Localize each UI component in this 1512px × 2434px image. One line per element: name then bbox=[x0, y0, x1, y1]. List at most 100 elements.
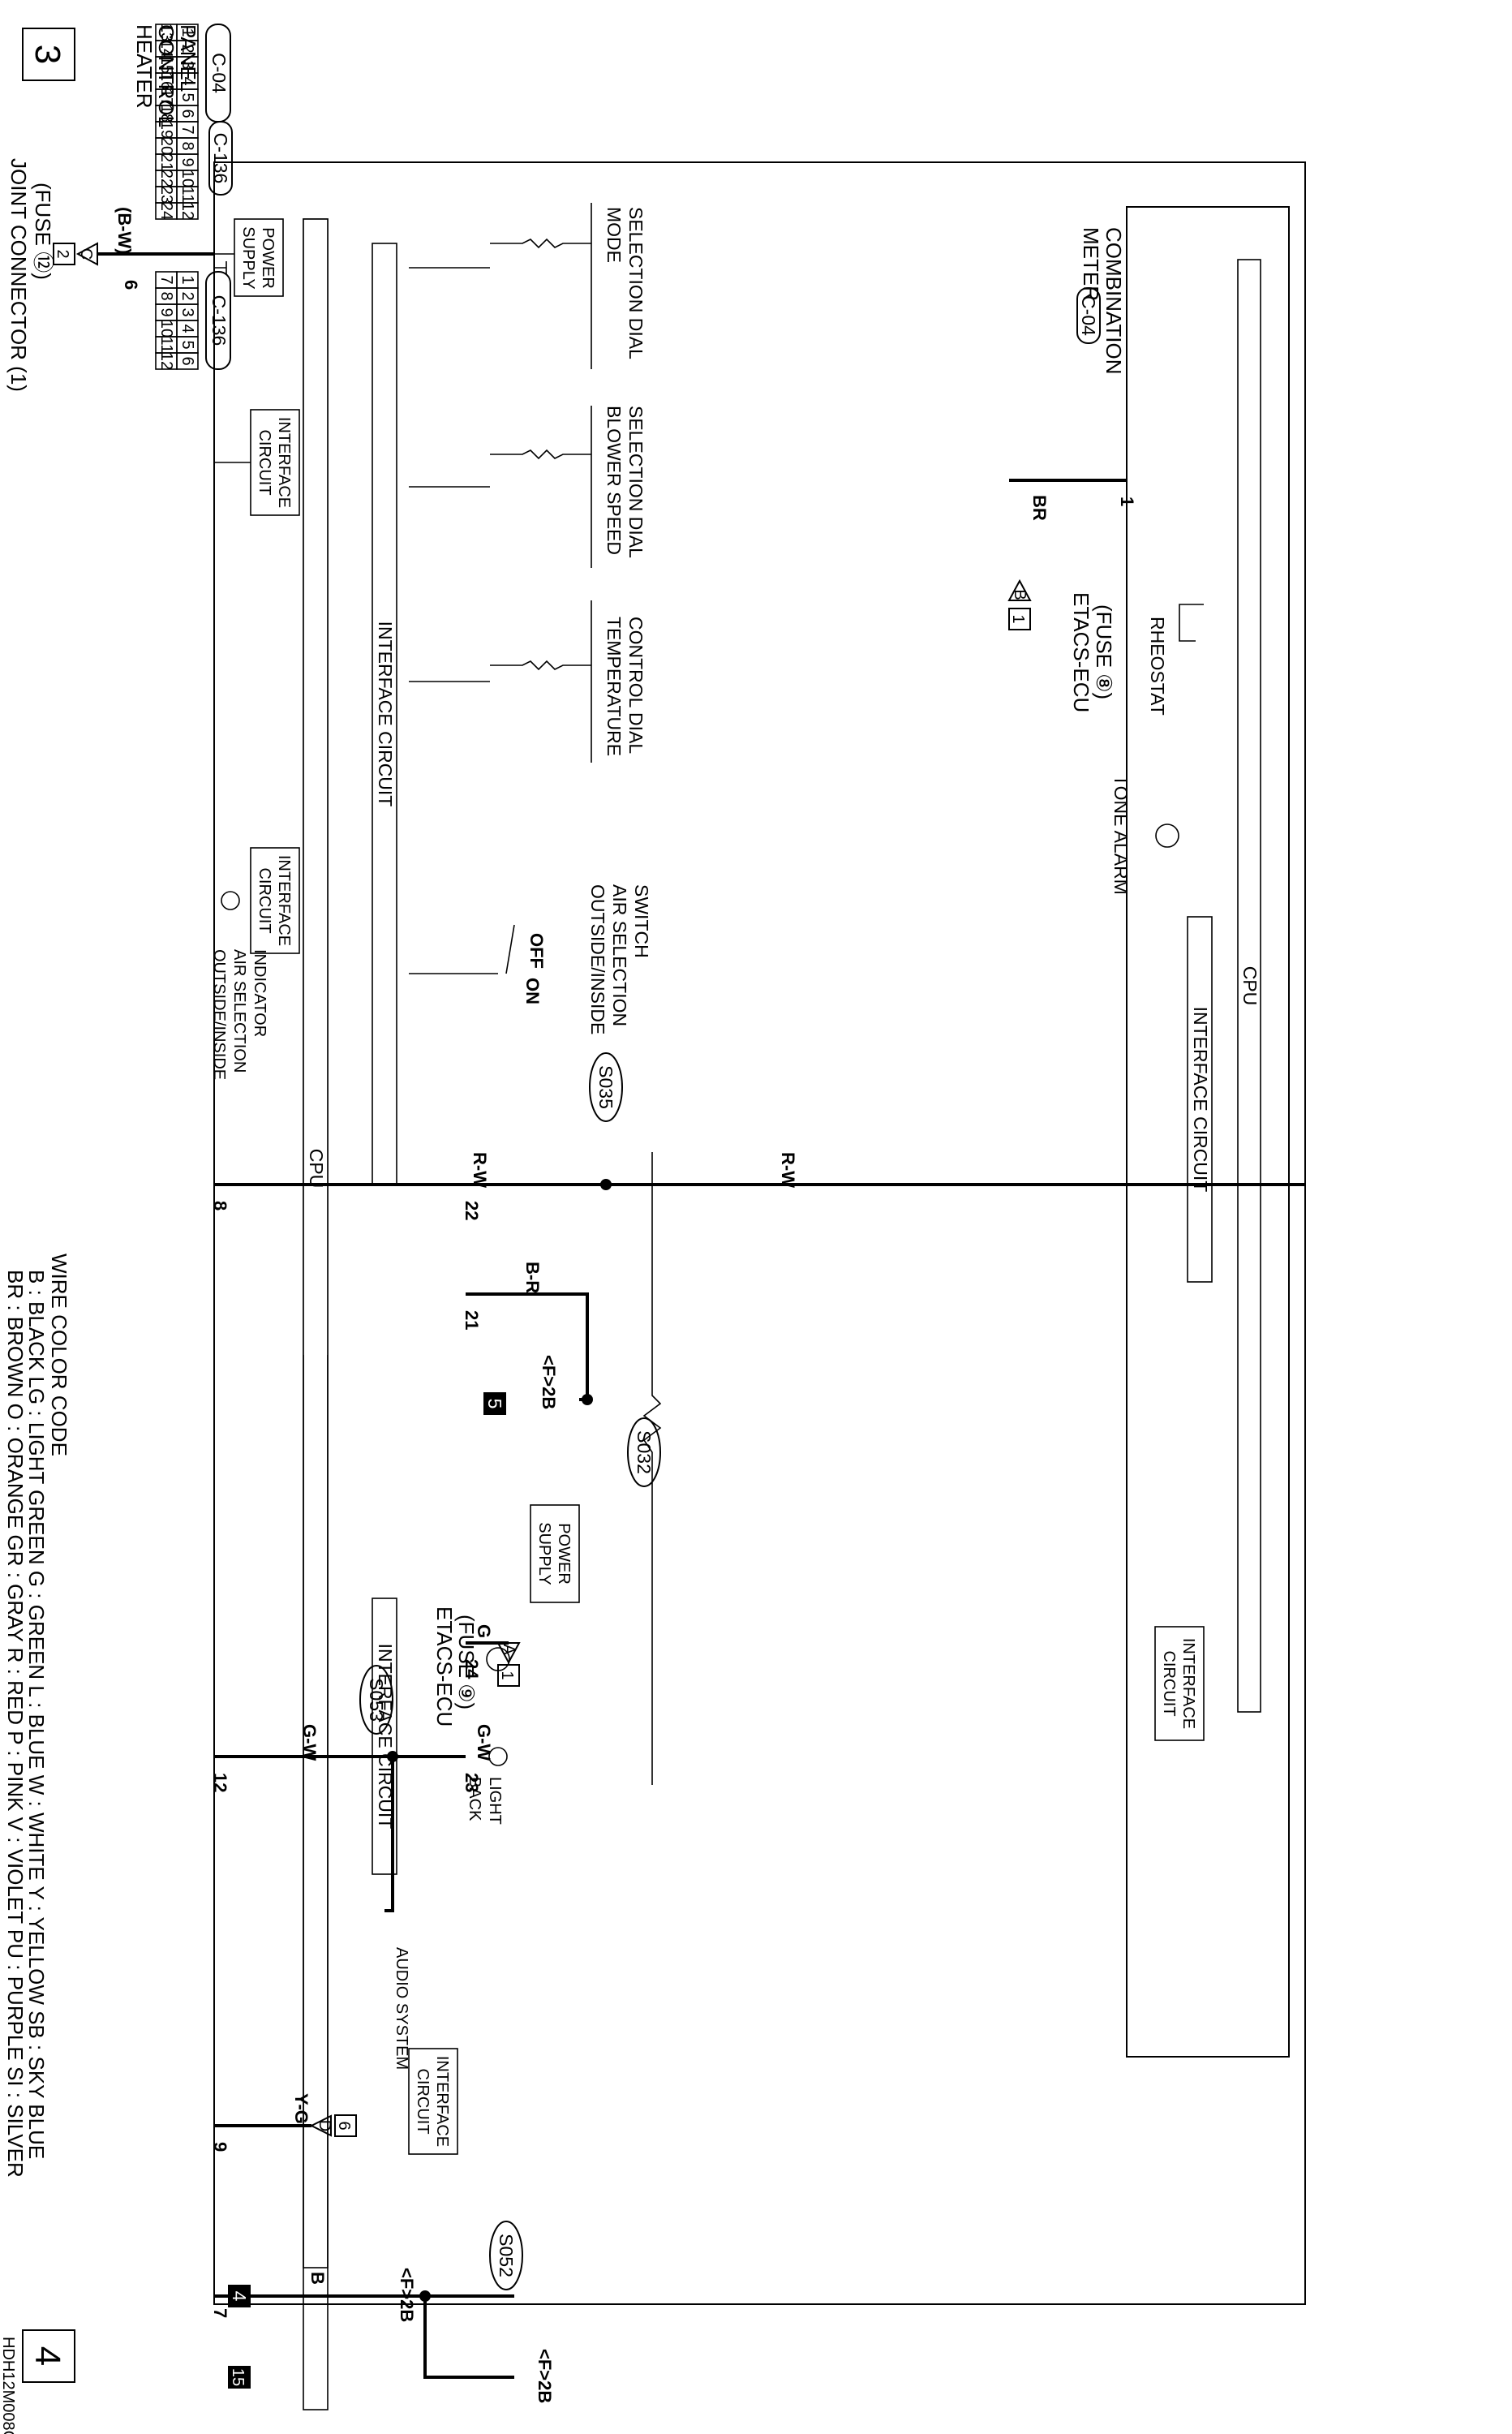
connector-pin-number: 3 bbox=[178, 60, 196, 69]
splice-s035 bbox=[589, 1052, 623, 1122]
connector-pin-number: 18 bbox=[157, 105, 175, 123]
indicator-label-1: OUTSIDE/INSIDE bbox=[210, 949, 228, 1080]
connector-pin-cell bbox=[155, 352, 178, 370]
connector-pin-number: 10 bbox=[178, 170, 196, 187]
power-supply-top bbox=[234, 218, 284, 297]
blower-dial-label-2: SELECTION DIAL bbox=[625, 406, 646, 558]
wire-b-branch bbox=[311, 2294, 514, 2379]
yg-pin: 6 bbox=[335, 2121, 353, 2130]
connector-pin-number: 1 bbox=[178, 28, 196, 37]
br-wire-label: BR bbox=[1029, 495, 1050, 521]
temp-dial bbox=[409, 600, 592, 763]
interface-box-3-l2: CIRCUIT bbox=[414, 2068, 432, 2134]
page-number-left: 3 bbox=[28, 45, 67, 64]
legend-title: WIRE COLOR CODE bbox=[47, 1254, 71, 1456]
page-number-box-left bbox=[22, 28, 75, 81]
splice-s052-label: S052 bbox=[496, 2234, 517, 2277]
ground-4: 4 bbox=[229, 2291, 250, 2302]
connector-pin-number: 4 bbox=[178, 324, 196, 333]
heater-interface-bar-2 bbox=[372, 1598, 397, 1875]
etacs8-pin-box bbox=[1008, 608, 1031, 630]
pin-23: 23 bbox=[462, 1773, 482, 1792]
rheostat bbox=[1179, 604, 1204, 642]
combination-meter-box bbox=[1126, 206, 1290, 2058]
pin-12: 12 bbox=[210, 1773, 230, 1792]
joint-connector-fuse: (FUSE ⑫) bbox=[31, 183, 55, 280]
power-supply-lower-l1: POWER bbox=[555, 1523, 573, 1585]
connector-pin-number: 4 bbox=[178, 76, 196, 85]
audio-label: AUDIO SYSTEM bbox=[393, 1947, 410, 2070]
splice-s035-label: S035 bbox=[595, 1065, 616, 1109]
meter-label-1: COMBINATION bbox=[1102, 227, 1126, 375]
joint-connector-label: JOINT CONNECTOR (1) bbox=[6, 158, 31, 392]
gw-label-top: G-W bbox=[299, 1724, 320, 1761]
etacs9-label-1: ETACS-ECU bbox=[432, 1606, 457, 1727]
pin-22: 22 bbox=[462, 1201, 482, 1220]
c04-view-label: C-04 bbox=[208, 53, 230, 93]
mode-dial bbox=[409, 203, 592, 369]
blower-dial bbox=[409, 406, 592, 568]
switch-on: ON bbox=[522, 978, 543, 1004]
splice-s053 bbox=[359, 1665, 393, 1735]
connector-pin-number: 7 bbox=[157, 275, 175, 284]
splice-s032-label: S032 bbox=[634, 1430, 655, 1474]
rw-label-bottom: R-W bbox=[470, 1152, 490, 1188]
connector-pin-number: 2 bbox=[178, 44, 196, 53]
legend-line-2: BR : BROWN O : ORANGE GR : GRAY R : RED … bbox=[3, 1270, 28, 2178]
yg-pin-box bbox=[334, 2114, 357, 2137]
connector-pin-number: 23 bbox=[157, 186, 175, 204]
meter-interface-bar bbox=[1187, 916, 1213, 1283]
connector-pin-number: 5 bbox=[178, 92, 196, 101]
switch-label-2: AIR SELECTION bbox=[609, 884, 630, 1026]
joint-connector-pin: 2 bbox=[54, 249, 71, 258]
tone-alarm-icon bbox=[1155, 824, 1179, 848]
connector-pin-number: 11 bbox=[178, 187, 196, 204]
connector-pin-number: 5 bbox=[178, 340, 196, 349]
etacs8-triangle bbox=[1007, 578, 1032, 601]
splice-s035-dot bbox=[600, 1179, 612, 1190]
ground-15: 15 bbox=[229, 2368, 247, 2386]
switch-label-3: SWITCH bbox=[631, 884, 652, 958]
joint-connector-pin-box bbox=[53, 243, 75, 265]
heater-interface-label: INTERFACE CIRCUIT bbox=[375, 621, 396, 807]
meter-interface-box-l1: INTERFACE bbox=[1179, 1638, 1197, 1729]
switch-label-1: OUTSIDE/INSIDE bbox=[587, 884, 608, 1034]
etacs8-pin: 1 bbox=[1009, 614, 1027, 623]
connector-pin-number: 13 bbox=[157, 24, 175, 41]
interface-box-2-l1: INTERFACE bbox=[275, 855, 293, 946]
pin-24-label: 24 bbox=[462, 1659, 482, 1679]
ground-5: 5 bbox=[484, 1399, 505, 1409]
connector-pin-cell bbox=[155, 202, 178, 220]
heater-cpu bbox=[303, 218, 329, 2268]
f2b-label-4: <F>2B bbox=[397, 2268, 417, 2322]
pin-7: 7 bbox=[210, 2308, 230, 2318]
page-code: HDH12M008C bbox=[0, 2337, 17, 2434]
connector-pin-number: 11 bbox=[157, 337, 175, 354]
indicator-led bbox=[221, 891, 240, 910]
yg-triangle bbox=[309, 2114, 332, 2137]
power-supply-top-l2: SUPPLY bbox=[239, 226, 257, 289]
page-number-box-right bbox=[22, 2329, 75, 2383]
pin-21: 21 bbox=[462, 1310, 482, 1330]
heater-cpu-label: CPU bbox=[306, 1149, 327, 1189]
connector-pin-number: 12 bbox=[157, 352, 175, 370]
etacs9-label-2: (FUSE ⑨) bbox=[454, 1615, 479, 1709]
meter-interface-label: INTERFACE CIRCUIT bbox=[1190, 1007, 1211, 1193]
splice-s053-label: S053 bbox=[366, 1678, 387, 1722]
connector-pin-number: 8 bbox=[178, 141, 196, 150]
interface-box-2 bbox=[250, 847, 300, 954]
temp-dial-label-1: TEMPERATURE bbox=[604, 617, 625, 756]
connector-pin-number: 24 bbox=[157, 202, 175, 220]
meter-interface-box-l2: CIRCUIT bbox=[1160, 1650, 1178, 1716]
connector-pin-number: 8 bbox=[157, 291, 175, 300]
mode-dial-label-1: MODE bbox=[604, 207, 625, 263]
wire-audio bbox=[384, 1757, 394, 1912]
heater-control-panel-box bbox=[213, 161, 1306, 2305]
interface-box-1-l1: INTERFACE bbox=[275, 417, 293, 508]
switch-off: OFF bbox=[526, 933, 547, 969]
etacs8-tag: B bbox=[1011, 589, 1029, 600]
blower-dial-label-1: BLOWER SPEED bbox=[604, 406, 625, 555]
